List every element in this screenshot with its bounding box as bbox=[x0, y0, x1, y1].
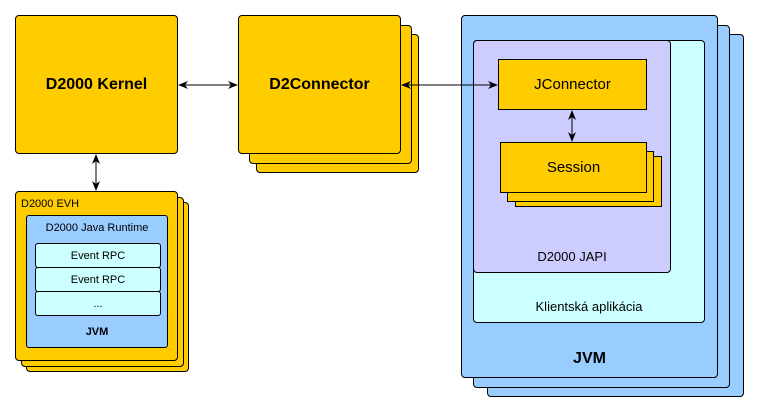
session-label: Session bbox=[546, 159, 601, 176]
java-runtime-label: D2000 Java Runtime bbox=[45, 222, 149, 234]
runtime-item: Event RPC bbox=[35, 243, 161, 268]
client-jvm-label: JVM bbox=[573, 350, 606, 367]
jconnector-label: JConnector bbox=[534, 76, 611, 93]
d2000-kernel-box: D2000 Kernel bbox=[15, 15, 178, 154]
jconnector-box: JConnector bbox=[498, 59, 647, 110]
java-runtime-box: D2000 Java Runtime Event RPC Event RPC .… bbox=[26, 215, 168, 348]
d2connector-label: D2Connector bbox=[269, 75, 370, 93]
runtime-item-label: ... bbox=[93, 297, 103, 310]
runtime-item: ... bbox=[35, 291, 161, 316]
runtime-item: Event RPC bbox=[35, 267, 161, 292]
japi-label: D2000 JAPI bbox=[537, 249, 607, 264]
runtime-item-label: Event RPC bbox=[70, 249, 126, 262]
client-app-label: Klientská aplikácia bbox=[535, 299, 643, 314]
session-box: Session bbox=[500, 142, 647, 193]
d2000-kernel-label: D2000 Kernel bbox=[45, 75, 148, 93]
evh-label: D2000 EVH bbox=[21, 198, 80, 210]
runtime-item-label: Event RPC bbox=[70, 273, 126, 286]
d2connector-box: D2Connector bbox=[238, 15, 401, 154]
evh-box: D2000 EVH D2000 Java Runtime Event RPC E… bbox=[15, 191, 178, 361]
evh-jvm-label: JVM bbox=[85, 326, 109, 338]
